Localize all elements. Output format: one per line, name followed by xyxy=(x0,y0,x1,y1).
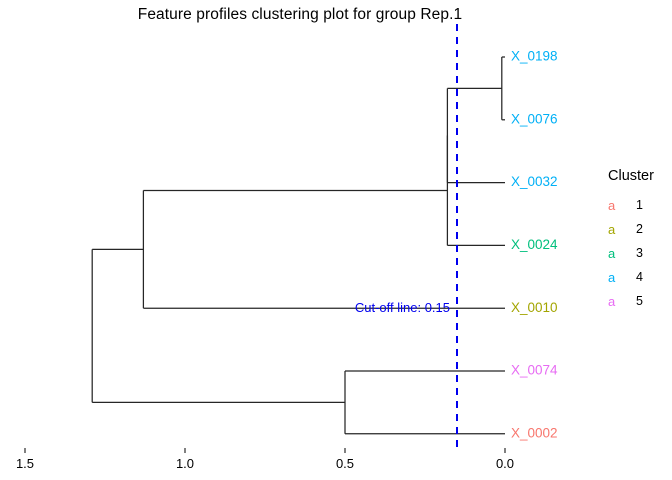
leaf-label: X_0076 xyxy=(511,111,558,126)
x-axis-tick-label: 1.5 xyxy=(16,456,34,471)
legend-item-label: 2 xyxy=(636,222,643,236)
cut-off-annotation: Cut-off line: 0.15 xyxy=(355,300,450,315)
leaf-label: X_0024 xyxy=(511,237,558,252)
legend-title: Cluster xyxy=(608,168,654,184)
legend-key-glyph: a xyxy=(608,269,616,285)
leaf-label: X_0074 xyxy=(511,363,558,378)
legend-item-label: 4 xyxy=(636,270,643,284)
cut-off-annotation-group: Cut-off line: 0.15 xyxy=(355,300,450,315)
x-axis-tick-label: 0.0 xyxy=(496,456,514,471)
leaf-label: X_0010 xyxy=(511,300,558,315)
legend-item-label: 1 xyxy=(636,198,643,212)
leaf-label-group: X_0198X_0076X_0032X_0024X_0010X_0074X_00… xyxy=(511,49,558,441)
leaf-label: X_0198 xyxy=(511,49,558,64)
legend-item-label: 3 xyxy=(636,246,643,260)
legend-item-label: 5 xyxy=(636,294,643,308)
legend-key-glyph: a xyxy=(608,221,616,237)
page-title: Feature profiles clustering plot for gro… xyxy=(137,6,463,23)
leaf-label: X_0032 xyxy=(511,174,558,189)
legend-key-glyph: a xyxy=(608,197,616,213)
legend-key-glyph: a xyxy=(608,293,616,309)
x-axis-tick-label: 1.0 xyxy=(176,456,194,471)
x-axis-tick-label: 0.5 xyxy=(336,456,354,471)
leaf-label: X_0002 xyxy=(511,425,558,440)
dendrogram-branches xyxy=(91,56,505,435)
legend-key-glyph: a xyxy=(608,245,616,261)
x-axis: 1.5 1.0 0.5 0.0 xyxy=(16,448,514,471)
